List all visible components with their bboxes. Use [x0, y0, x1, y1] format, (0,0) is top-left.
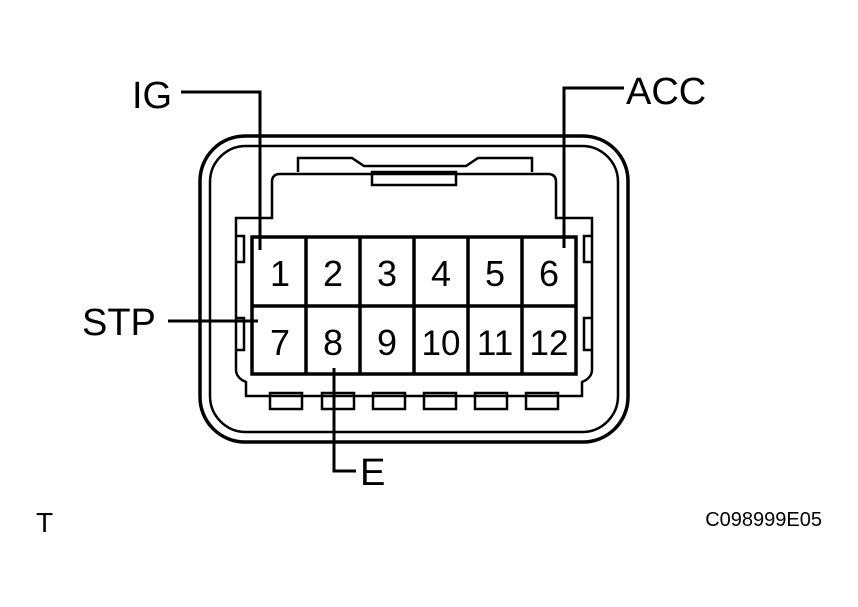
pin-number: 1	[270, 253, 290, 294]
pin-number: 4	[431, 253, 451, 294]
leader-line-e	[332, 368, 356, 473]
terminal-tab	[268, 391, 304, 411]
terminal-tab	[473, 391, 509, 411]
pin-number: 11	[477, 324, 513, 363]
leader-line-acc	[562, 86, 624, 248]
signal-label-ig: IG	[132, 75, 172, 117]
signal-label-e: E	[360, 452, 385, 494]
locking-tab-notch	[370, 170, 458, 187]
leader-line-ig	[181, 90, 262, 250]
pin-number: 2	[323, 253, 343, 294]
signal-label-acc: ACC	[626, 71, 706, 113]
terminal-tab	[371, 391, 407, 411]
terminal-tab	[524, 391, 560, 411]
locking-tab	[296, 156, 534, 172]
footer-view-code: T	[36, 507, 53, 538]
pin-number: 12	[530, 324, 569, 363]
connector-housing-outer	[198, 134, 630, 444]
terminal-tab	[320, 391, 356, 411]
terminal-tab	[422, 391, 458, 411]
cavity-side-ribs	[236, 234, 592, 352]
pin-number: 3	[377, 253, 397, 294]
pin-number: 10	[422, 324, 461, 363]
pin-number: 8	[323, 322, 343, 363]
footer-figure-id: C098999E05	[705, 509, 822, 531]
pin-number: 6	[539, 253, 559, 294]
pin-number: 7	[270, 322, 290, 363]
signal-label-stp: STP	[82, 302, 156, 344]
connector-housing-inner	[208, 144, 620, 434]
pin-number: 9	[377, 322, 397, 363]
pin-number: 5	[485, 253, 505, 294]
inner-cavity	[234, 172, 594, 398]
